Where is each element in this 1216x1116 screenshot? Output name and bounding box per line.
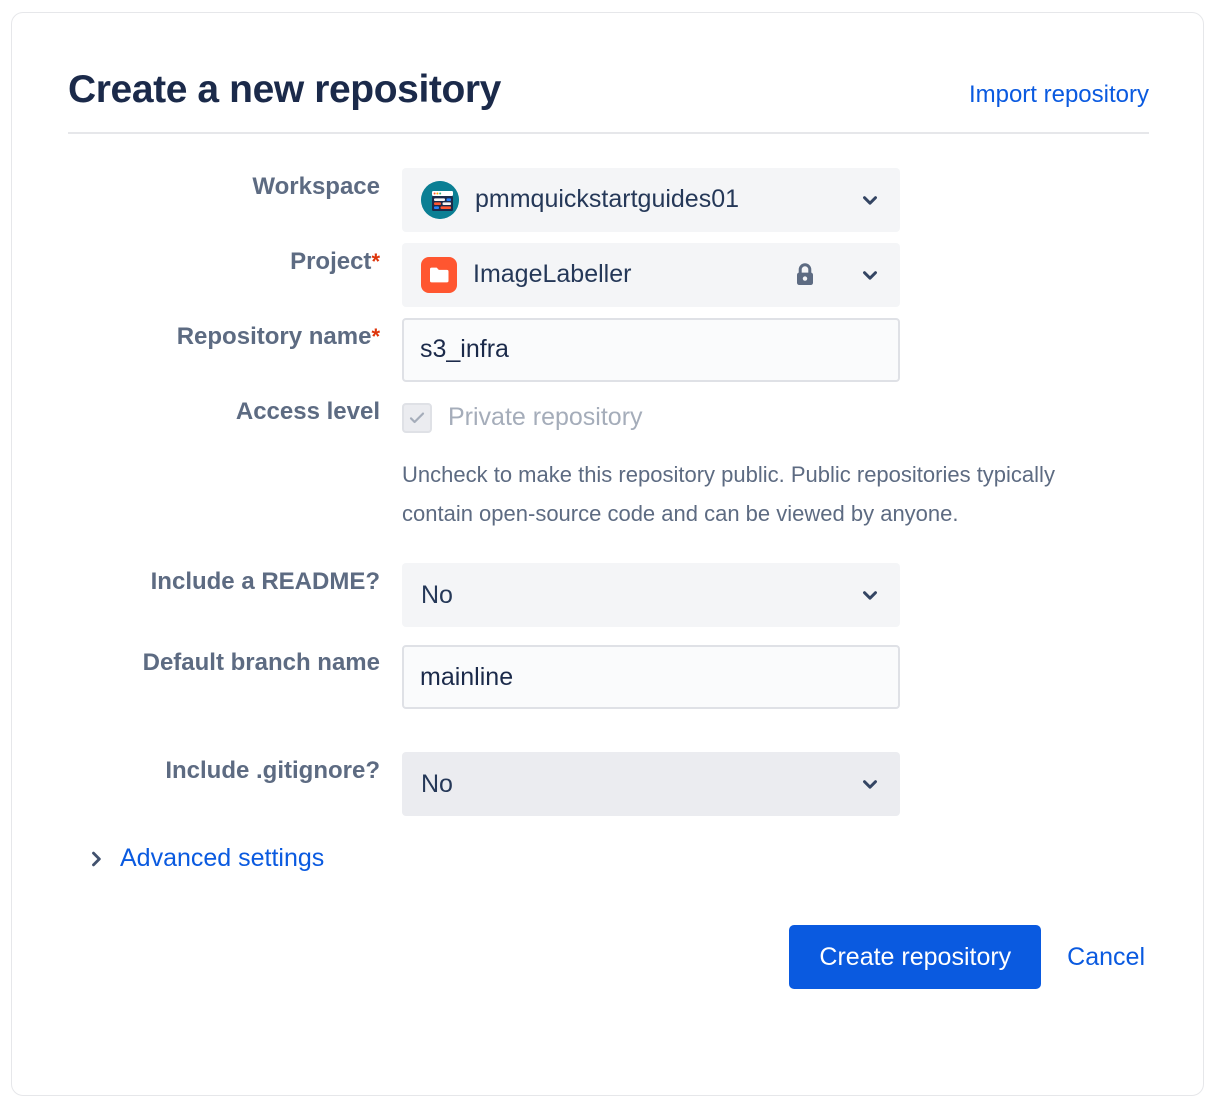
create-repository-card: Create a new repository Import repositor… xyxy=(11,12,1204,1096)
form-row-include-gitignore: Include .gitignore? No xyxy=(68,752,1149,817)
form-row-include-readme: Include a README? No xyxy=(68,563,1149,628)
form-row-access-level: Access level Private repository Uncheck … xyxy=(68,393,1149,533)
access-level-label: Access level xyxy=(235,397,380,425)
workspace-value: pmmquickstartguides01 xyxy=(475,185,740,214)
default-branch-name-field xyxy=(402,645,1149,710)
include-readme-label: Include a README? xyxy=(150,568,380,596)
project-value: ImageLabeller xyxy=(473,260,632,289)
required-asterisk: * xyxy=(371,323,380,349)
workspace-avatar-icon xyxy=(421,180,459,219)
project-label-text: Project xyxy=(290,247,372,275)
card-header: Create a new repository Import repositor… xyxy=(68,68,1149,134)
access-level-field: Private repository Uncheck to make this … xyxy=(402,393,1149,533)
include-readme-field: No xyxy=(402,563,1149,628)
include-gitignore-value: No xyxy=(421,769,453,798)
project-select[interactable]: ImageLabeller xyxy=(402,242,900,307)
import-repository-link[interactable]: Import repository xyxy=(968,81,1149,108)
include-gitignore-field: No xyxy=(402,752,1149,817)
create-repository-button[interactable]: Create repository xyxy=(789,925,1042,990)
required-asterisk: * xyxy=(371,248,380,274)
advanced-settings-link[interactable]: Advanced settings xyxy=(120,844,325,873)
card-content: Create a new repository Import repositor… xyxy=(68,68,1149,990)
access-level-help-text: Uncheck to make this repository public. … xyxy=(402,461,1055,526)
chevron-down-icon xyxy=(859,189,881,211)
advanced-settings-toggle[interactable]: Advanced settings xyxy=(86,844,1149,873)
chevron-down-icon xyxy=(859,773,881,795)
check-icon xyxy=(409,412,425,423)
private-repository-label: Private repository xyxy=(448,403,643,432)
chevron-down-icon xyxy=(859,264,881,286)
include-gitignore-select[interactable]: No xyxy=(402,752,900,817)
workspace-label: Workspace xyxy=(252,172,380,200)
default-branch-name-label: Default branch name xyxy=(142,649,380,677)
chevron-right-icon xyxy=(86,849,106,869)
form-row-project: Project* ImageLabeller xyxy=(68,242,1149,307)
default-branch-name-input[interactable] xyxy=(402,645,900,710)
lock-icon xyxy=(793,262,817,288)
form-row-workspace: Workspace xyxy=(68,167,1149,232)
page-title: Create a new repository xyxy=(68,68,501,111)
repository-name-input[interactable] xyxy=(402,317,900,382)
private-repository-checkbox-row[interactable]: Private repository xyxy=(402,393,1149,443)
repository-name-label-text: Repository name xyxy=(176,322,372,350)
form-actions: Create repository Cancel xyxy=(68,925,1149,990)
project-label: Project* xyxy=(68,243,402,280)
create-repository-form: Workspace xyxy=(68,167,1149,990)
project-field: ImageLabeller xyxy=(402,242,1149,307)
include-gitignore-label: Include .gitignore? xyxy=(165,757,380,785)
cancel-button[interactable]: Cancel xyxy=(1063,943,1149,972)
project-folder-icon xyxy=(421,256,457,293)
form-row-repository-name: Repository name* xyxy=(68,317,1149,382)
workspace-select[interactable]: pmmquickstartguides01 xyxy=(402,167,900,232)
include-readme-select[interactable]: No xyxy=(402,563,900,628)
repository-name-field xyxy=(402,317,1149,382)
form-row-default-branch-name: Default branch name xyxy=(68,645,1149,710)
workspace-field: pmmquickstartguides01 xyxy=(402,167,1149,232)
repository-name-label: Repository name* xyxy=(68,318,402,355)
private-repository-checkbox[interactable] xyxy=(402,402,432,433)
include-readme-value: No xyxy=(421,580,453,609)
chevron-down-icon xyxy=(859,584,881,606)
